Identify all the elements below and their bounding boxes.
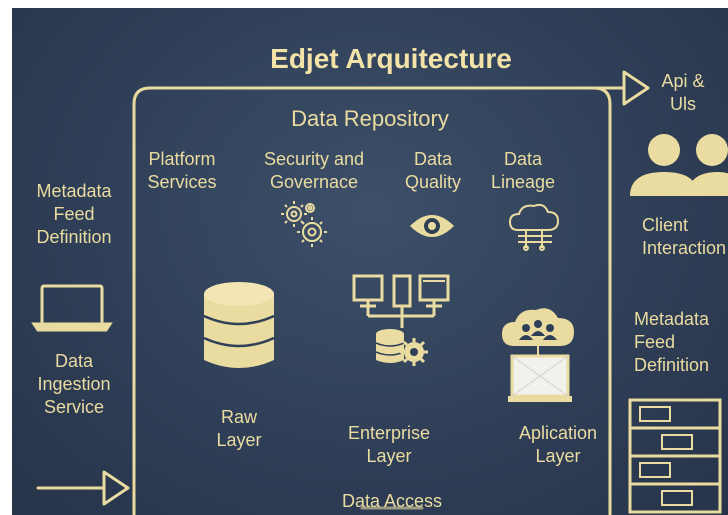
eye-icon: [410, 215, 454, 237]
api-uis-label: Api & Uls: [661, 71, 705, 115]
raw-layer-label: Raw Layer: [216, 407, 262, 451]
laptop-icon: [31, 284, 113, 332]
data-ingestion-label: Data Ingestion Service: [37, 351, 111, 418]
data-access-label: Data Access: [341, 491, 443, 511]
connector-lines: [31, 70, 728, 515]
architecture-diagram: Edjet Arquitecture Data Repository Platf…: [12, 8, 728, 515]
database-icon: [203, 282, 275, 368]
repository-title: Data Repository: [291, 106, 449, 131]
api-arrow-head: [622, 70, 650, 106]
platform-services-label: Platform Services: [147, 149, 217, 193]
enterprise-layer-label: Enterprise Layer: [347, 423, 431, 467]
ingestion-arrow-head: [102, 470, 130, 506]
application-layer-label: Aplication Layer: [518, 423, 598, 467]
security-governance-label: Security and Governace: [263, 149, 365, 193]
cloud-users-icon: [502, 308, 574, 402]
data-quality-label: Data Quality: [404, 149, 462, 193]
data-lineage-label: Data Lineage: [490, 149, 556, 193]
client-interaction-label: Client Interaction: [642, 215, 727, 259]
repository-frame: [132, 86, 612, 515]
diagram-title: Edjet Arquitecture: [270, 43, 512, 74]
cloud-network-icon: [508, 203, 560, 251]
gears-icon: [281, 201, 327, 247]
monitors-icon: [352, 274, 450, 328]
users-icon: [630, 134, 728, 196]
right-metadata-feed-label: Metadata Feed Definition: [634, 309, 710, 376]
left-metadata-feed-label: Metadata Feed Definition: [36, 181, 112, 248]
database-gear-icon: [375, 329, 428, 366]
server-rack-icon: [628, 398, 722, 514]
